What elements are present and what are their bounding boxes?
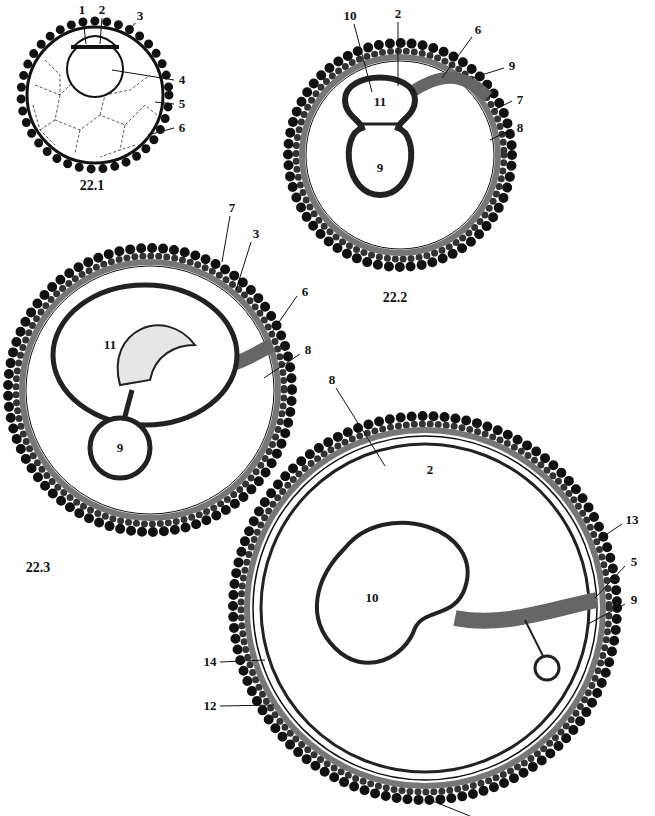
leader-line (270, 296, 297, 335)
leader-line (100, 18, 102, 44)
chorion-inner (306, 61, 494, 249)
chorion (247, 430, 603, 786)
callout-number: 2 (425, 463, 436, 477)
callout-number: 9 (629, 593, 640, 607)
callout-number: 9 (115, 441, 126, 455)
callout-number: 14 (202, 655, 219, 669)
leader-line (336, 388, 385, 466)
villi (8, 248, 292, 532)
leader-line (83, 18, 86, 44)
leader-line (398, 22, 399, 86)
villi (21, 21, 169, 169)
callout-number: 7 (227, 201, 238, 215)
callout-number: 2 (393, 7, 404, 21)
leader-line (588, 604, 625, 624)
leader-line (112, 70, 174, 80)
callout-number: 5 (629, 555, 640, 569)
callout-number: 6 (177, 121, 188, 135)
body-stalk (410, 78, 488, 97)
embryo-stage-2 (288, 43, 512, 267)
umbilical-cord (455, 600, 597, 621)
embryonic-disc (358, 123, 402, 126)
amnion-yolk-sac (345, 78, 415, 196)
callout-number: 10 (342, 9, 359, 23)
callout-number: 12 (202, 699, 219, 713)
yolk-stalk (525, 620, 543, 656)
leader-line (264, 354, 300, 378)
leader-line (490, 129, 512, 140)
leader-line (425, 798, 470, 816)
callout-number: 3 (251, 227, 262, 241)
chorion (22, 262, 278, 518)
callout-number: 8 (327, 373, 338, 387)
callout-number: 7 (515, 93, 526, 107)
callout-number: 13 (624, 513, 641, 527)
amnion (53, 285, 237, 425)
figure-number: 22.3 (24, 560, 53, 575)
callout-number: 6 (300, 285, 311, 299)
trophoblast-wall (27, 27, 163, 163)
callout-number: 11 (372, 95, 388, 109)
leader-line (595, 566, 625, 598)
yolk-sac (90, 418, 150, 478)
leader-line (354, 24, 372, 92)
callout-number: 11 (102, 338, 118, 352)
leader-lines (83, 18, 625, 706)
leader-line (442, 37, 472, 78)
embryo (317, 523, 468, 663)
callout-number: 9 (375, 161, 386, 175)
leader-line (598, 524, 622, 540)
leader-line (128, 22, 136, 32)
callout-number: 8 (303, 343, 314, 357)
callout-number: 1 (77, 3, 88, 17)
callout-number: 10 (364, 591, 381, 605)
figure-number: 22.1 (78, 178, 107, 193)
villi (296, 51, 504, 259)
chorion-inner (26, 266, 274, 514)
embryo-stage-3 (8, 248, 292, 532)
callout-number: 3 (135, 9, 146, 23)
leader-line (220, 705, 274, 706)
chorion-inner (253, 436, 597, 780)
embryo-stage-4 (233, 416, 617, 816)
figure-number: 22.2 (381, 290, 410, 305)
leader-line (222, 216, 230, 262)
villi (233, 416, 617, 800)
early-blastocyst (21, 21, 169, 169)
leader-line (494, 101, 512, 110)
leader-line (148, 128, 174, 135)
embryonic-disc (71, 45, 119, 49)
callout-number: 9 (507, 59, 518, 73)
yolk-cavity (67, 41, 123, 97)
callout-number: 4 (177, 73, 188, 87)
leader-line (236, 242, 251, 290)
leader-line (472, 68, 504, 78)
villi (16, 256, 284, 524)
callout-number: 8 (515, 121, 526, 135)
callout-number: 5 (177, 97, 188, 111)
leader-line (155, 102, 174, 104)
villi (241, 424, 609, 792)
villi (288, 43, 512, 267)
yolk-stalk (124, 390, 132, 420)
callout-number: 2 (97, 3, 108, 17)
chorion (302, 57, 498, 253)
embryo (118, 325, 195, 385)
callout-number: 6 (473, 23, 484, 37)
leader-line (220, 660, 265, 662)
yolk-sac (535, 656, 559, 680)
